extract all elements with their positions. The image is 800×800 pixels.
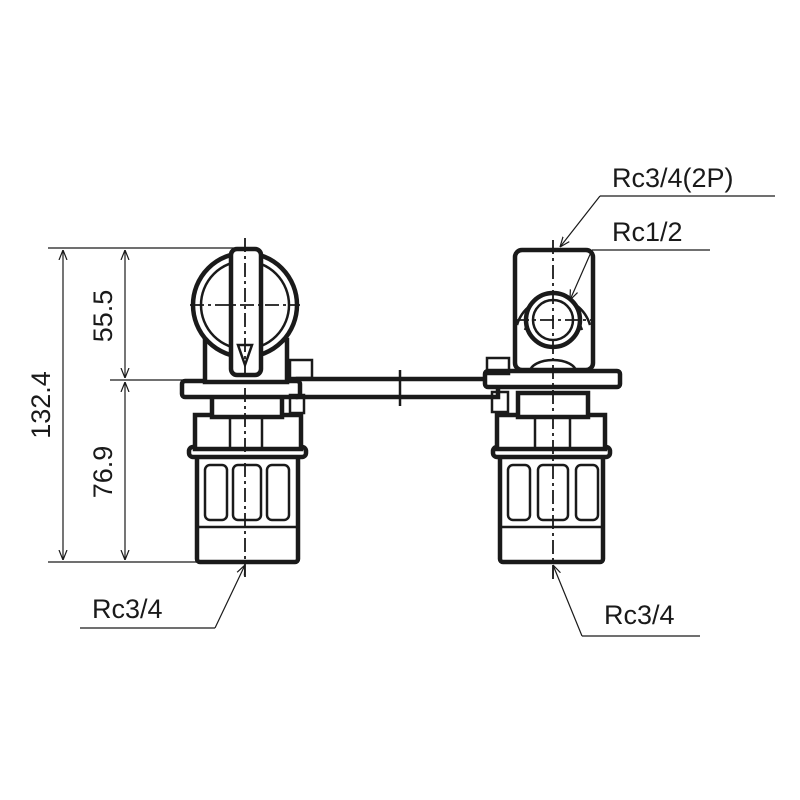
- callout-bottom-right-inlet: Rc3/4: [604, 600, 675, 630]
- dimension-lines: [48, 247, 245, 563]
- connecting-pipe: [295, 370, 501, 406]
- left-valve: [179, 238, 314, 580]
- callout-leaders: [80, 195, 775, 637]
- dimension-lower-height: 76.9: [88, 446, 118, 499]
- right-valve: [482, 240, 623, 580]
- callout-bottom-left-inlet: Rc3/4: [92, 594, 163, 624]
- dimension-upper-height: 55.5: [88, 290, 118, 343]
- callout-side-port: Rc1/2: [612, 217, 683, 247]
- dimension-overall-height: 132.4: [26, 371, 56, 439]
- callout-top-right-outlet: Rc3/4(2P): [612, 163, 734, 193]
